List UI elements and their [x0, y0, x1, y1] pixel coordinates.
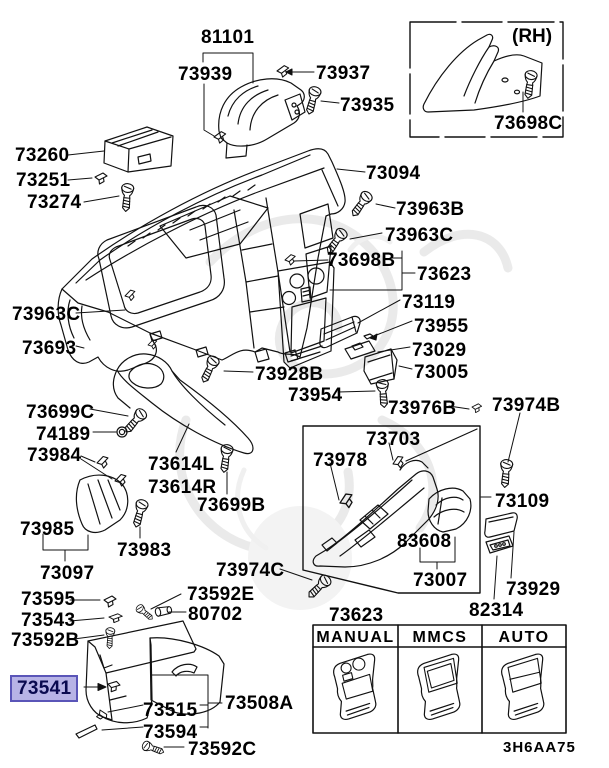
part-label-73983[interactable]: 73983 [117, 540, 172, 561]
part-label-73594[interactable]: 73594 [143, 722, 198, 743]
part-label-73623-bracket[interactable]: 73623 [417, 264, 472, 285]
part-label-73592c[interactable]: 73592C [188, 739, 257, 760]
part-label-73978[interactable]: 73978 [313, 450, 368, 471]
part-label-83608[interactable]: 83608 [397, 531, 452, 552]
part-label-73963b[interactable]: 73963B [396, 199, 465, 220]
part-label-73698c[interactable]: 73698C [494, 113, 563, 134]
part-label-73029[interactable]: 73029 [412, 340, 467, 361]
part-label-74189[interactable]: 74189 [36, 424, 91, 445]
part-label-73963c-left[interactable]: 73963C [12, 304, 81, 325]
part-label-73614l[interactable]: 73614L [148, 454, 215, 475]
rh-pillar-trim-box [409, 21, 564, 138]
variant-table [312, 624, 567, 734]
part-label-73515[interactable]: 73515 [143, 700, 198, 721]
part-label-73595[interactable]: 73595 [21, 589, 76, 610]
part-label-80702[interactable]: 80702 [188, 604, 243, 625]
side-vent-drawing [75, 474, 129, 534]
part-label-73119[interactable]: 73119 [402, 292, 456, 313]
part-label-73592b[interactable]: 73592B [11, 630, 80, 651]
diagram-code: 3H6AA75 [503, 739, 576, 756]
storage-box-drawing [103, 126, 174, 173]
rh-marker: (RH) [512, 26, 553, 47]
part-label-73929[interactable]: 73929 [506, 579, 561, 600]
part-label-73260[interactable]: 73260 [15, 145, 70, 166]
center-panel-drawing [277, 261, 335, 369]
part-label-73699c[interactable]: 73699C [26, 402, 95, 423]
column-cover-drawing [112, 353, 254, 455]
part-label-73954[interactable]: 73954 [288, 385, 343, 406]
cluster-hood-drawing [218, 78, 306, 159]
part-label-73928b[interactable]: 73928B [255, 364, 324, 385]
part-label-73976b[interactable]: 73976B [388, 398, 457, 419]
part-label-73939[interactable]: 73939 [178, 64, 233, 85]
part-label-73974c[interactable]: 73974C [216, 560, 285, 581]
part-label-82314[interactable]: 82314 [469, 600, 524, 621]
part-label-73698b[interactable]: 73698B [327, 250, 396, 271]
table-header-mmcs: MMCS [412, 629, 468, 646]
part-label-73543[interactable]: 73543 [21, 610, 76, 631]
part-label-73974b[interactable]: 73974B [492, 395, 561, 416]
watermark [175, 214, 513, 610]
dashboard-panel-drawing [57, 148, 346, 372]
part-label-73699b[interactable]: 73699B [197, 495, 266, 516]
part-label-81101[interactable]: 81101 [201, 27, 255, 48]
part-label-73592e[interactable]: 73592E [187, 584, 255, 605]
part-label-73541-highlighted[interactable]: 73541 [10, 675, 79, 702]
table-header-manual: MANUAL [316, 629, 395, 646]
switch-parts-drawing [484, 512, 518, 554]
part-label-73005[interactable]: 73005 [414, 362, 469, 383]
part-label-73109[interactable]: 73109 [495, 491, 550, 512]
part-label-73274[interactable]: 73274 [27, 192, 82, 213]
part-label-73703[interactable]: 73703 [366, 429, 421, 450]
tray-small-parts-drawing [319, 315, 398, 385]
part-label-73935[interactable]: 73935 [340, 95, 395, 116]
table-title-73623[interactable]: 73623 [329, 605, 384, 626]
fasteners [94, 64, 539, 758]
part-label-73007[interactable]: 73007 [413, 570, 468, 591]
knee-panel-box-drawing [302, 425, 481, 594]
part-label-73693[interactable]: 73693 [22, 338, 77, 359]
part-label-73985[interactable]: 73985 [20, 519, 75, 540]
part-label-73508a[interactable]: 73508A [225, 693, 294, 714]
part-label-73614r[interactable]: 73614R [148, 477, 217, 498]
table-header-auto: AUTO [498, 629, 550, 646]
part-label-73097[interactable]: 73097 [40, 563, 95, 584]
part-label-73937[interactable]: 73937 [316, 63, 371, 84]
leader-lines [42, 52, 524, 748]
part-label-73955[interactable]: 73955 [414, 316, 469, 337]
part-label-73094[interactable]: 73094 [366, 163, 421, 184]
part-label-73984[interactable]: 73984 [27, 445, 82, 466]
part-label-73963c-right[interactable]: 73963C [385, 225, 454, 246]
part-label-73251[interactable]: 73251 [16, 170, 71, 191]
